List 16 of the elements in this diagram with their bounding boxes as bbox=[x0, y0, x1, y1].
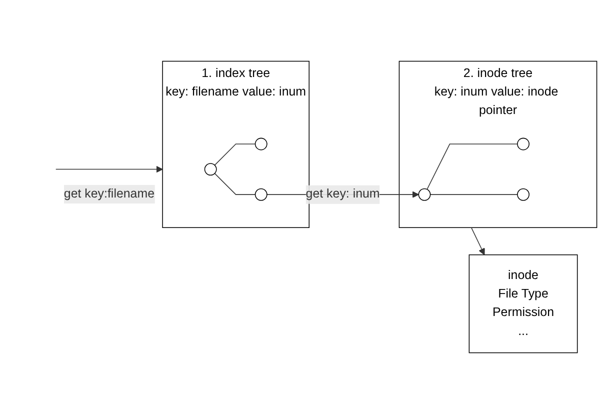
node-circle bbox=[517, 138, 530, 150]
node-circle bbox=[204, 163, 217, 176]
cluster: 2. inode tree key: inum value: inode pointer bbox=[398, 60, 598, 228]
connector bbox=[430, 194, 518, 195]
node-circle bbox=[254, 138, 268, 150]
edge-label: get key:filename bbox=[64, 187, 154, 200]
node-circle bbox=[418, 188, 431, 201]
node-circle bbox=[254, 188, 268, 201]
connector bbox=[214, 144, 256, 166]
arrow bbox=[55, 166, 163, 173]
node-box: inode File Type Permission ... bbox=[468, 254, 578, 354]
edge-label: get key: inum bbox=[306, 188, 380, 201]
node-circle bbox=[517, 188, 530, 201]
arrow bbox=[470, 227, 485, 256]
connector bbox=[426, 144, 518, 190]
connector bbox=[214, 173, 256, 195]
